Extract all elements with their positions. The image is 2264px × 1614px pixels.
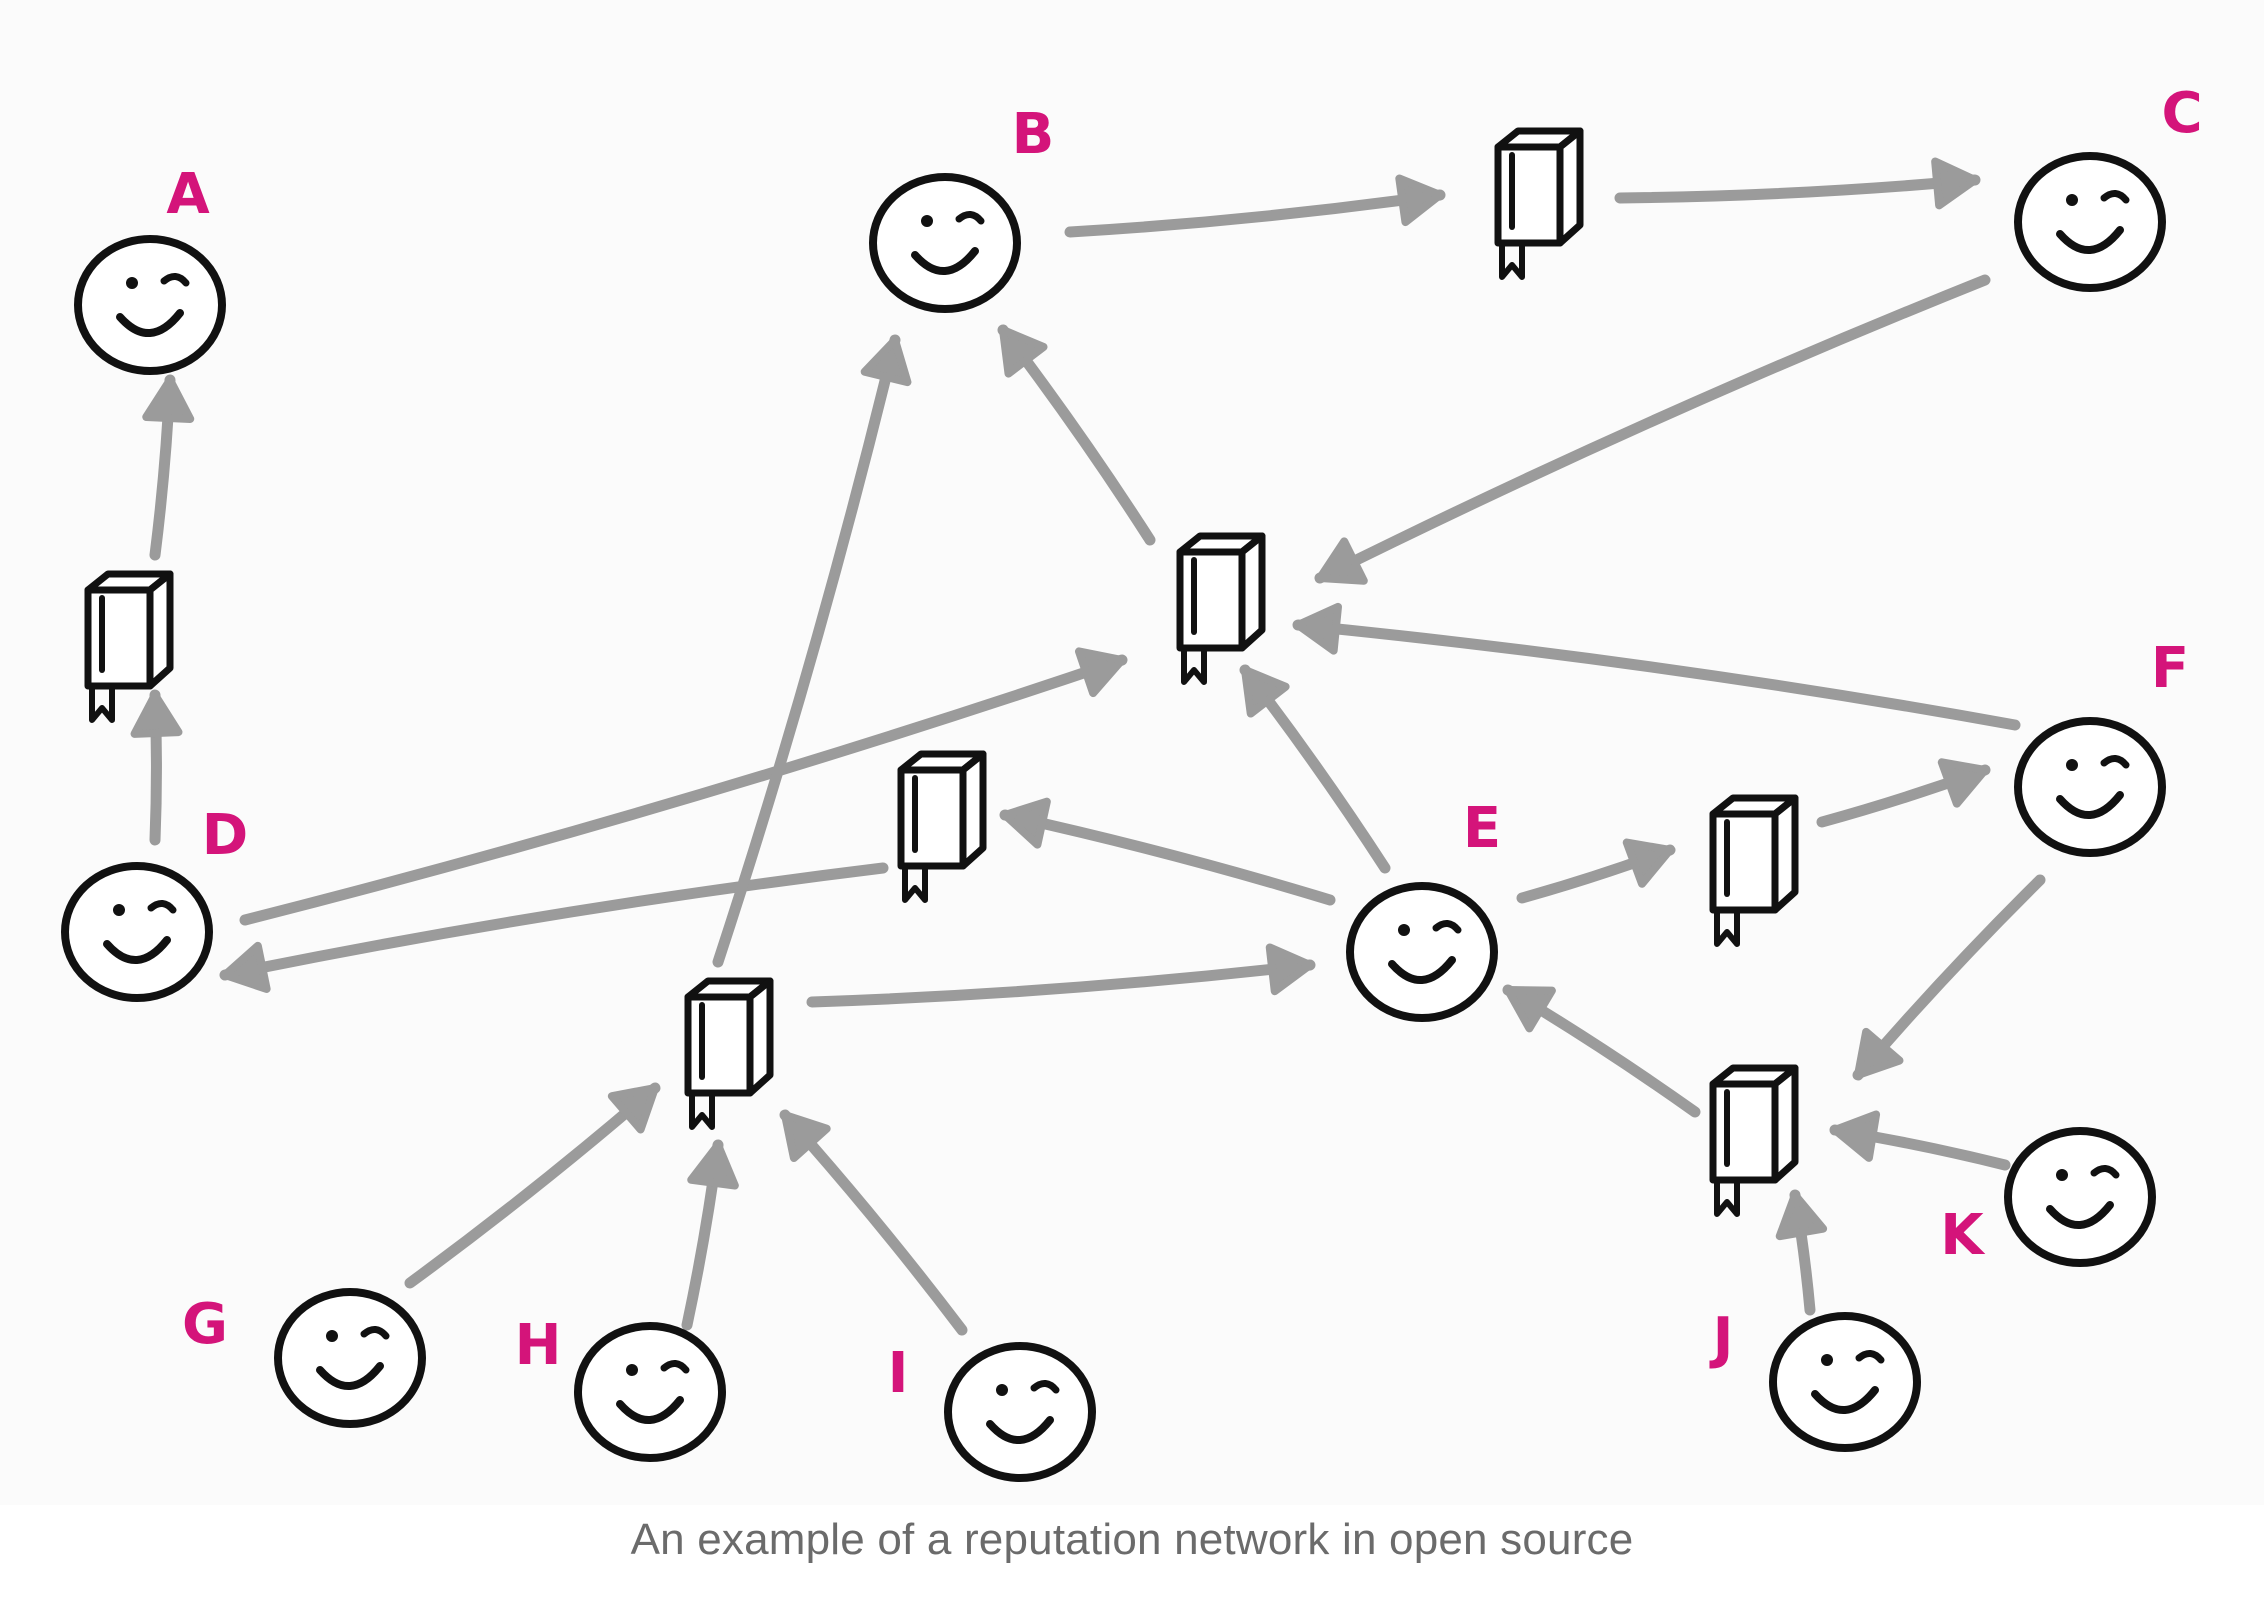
edge-p1-to-a — [142, 374, 195, 561]
edge-p2-to-c — [1614, 157, 1981, 210]
person-label: E — [1463, 796, 1501, 861]
edges-layer — [130, 157, 2046, 1336]
edge-f-to-p3 — [1292, 602, 2021, 731]
person-i: I — [888, 1341, 1096, 1482]
edge-e-to-p4 — [999, 797, 1336, 906]
person-label: G — [182, 1292, 228, 1357]
edge-g-to-p5 — [404, 1082, 661, 1289]
smiley-face-icon — [574, 1322, 726, 1462]
smiley-face-icon — [2004, 1127, 2156, 1267]
repository-icon — [1709, 1064, 1799, 1217]
person-a: A — [74, 162, 226, 375]
person-c: C — [2014, 81, 2203, 292]
edge-k-to-p7 — [1829, 1110, 2011, 1171]
person-label: B — [1012, 102, 1055, 167]
smiley-face-icon — [2014, 152, 2166, 292]
edge-p6-to-f — [1816, 758, 1991, 828]
repository-icon — [84, 570, 174, 723]
repository-icon — [1709, 794, 1799, 947]
person-k: K — [1940, 1127, 2156, 1268]
person-label: F — [2151, 636, 2189, 701]
edge-f-to-p7 — [1852, 874, 2046, 1081]
repository-icon — [1494, 127, 1584, 280]
smiley-face-icon — [1346, 882, 1498, 1022]
edge-i-to-p5 — [779, 1109, 968, 1336]
person-label: J — [1709, 1306, 1734, 1371]
person-label: C — [2161, 81, 2202, 146]
person-f: F — [2014, 636, 2189, 857]
smiley-face-icon — [869, 173, 1021, 313]
smiley-face-icon — [274, 1288, 426, 1428]
edge-p7-to-e — [1502, 984, 1701, 1118]
smiley-face-icon — [1769, 1312, 1921, 1452]
person-e: E — [1346, 796, 1501, 1022]
smiley-face-icon — [944, 1342, 1096, 1482]
smiley-face-icon — [74, 235, 226, 375]
person-d: D — [61, 803, 248, 1002]
edge-e-to-p3 — [1239, 664, 1391, 874]
person-label: A — [166, 162, 210, 227]
person-h: H — [515, 1313, 726, 1462]
edge-b-to-p2 — [1064, 174, 1446, 238]
person-j: J — [1709, 1306, 1921, 1452]
figure-caption: An example of a reputation network in op… — [630, 1515, 1634, 1564]
edge-p3-to-b — [997, 324, 1156, 546]
person-b: B — [869, 102, 1055, 313]
nodes-layer: A B C D E F G H I J K — [61, 81, 2203, 1482]
edge-c-to-p3 — [1314, 274, 1991, 585]
person-label: I — [888, 1341, 909, 1406]
edge-d-to-p1 — [130, 689, 183, 846]
person-label: K — [1940, 1203, 1986, 1268]
edge-h-to-p5 — [681, 1139, 739, 1331]
repository-icon — [1176, 532, 1266, 685]
edge-p5-to-e — [806, 943, 1316, 1008]
person-label: H — [515, 1313, 562, 1378]
edge-d-to-p3 — [239, 647, 1128, 926]
edge-e-to-p6 — [1516, 838, 1676, 904]
edge-p5-to-b — [712, 334, 912, 968]
smiley-face-icon — [2014, 717, 2166, 857]
person-g: G — [182, 1288, 426, 1428]
repository-icon — [897, 750, 987, 903]
person-label: D — [202, 803, 248, 868]
reputation-network-diagram: A B C D E F G H I J K — [61, 81, 2203, 1482]
edge-j-to-p7 — [1775, 1189, 1828, 1316]
diagram-canvas: A B C D E F G H I J K — [61, 81, 2203, 1482]
edge-p4-to-d — [219, 862, 889, 993]
smiley-face-icon — [61, 862, 213, 1002]
repository-icon — [684, 977, 774, 1130]
